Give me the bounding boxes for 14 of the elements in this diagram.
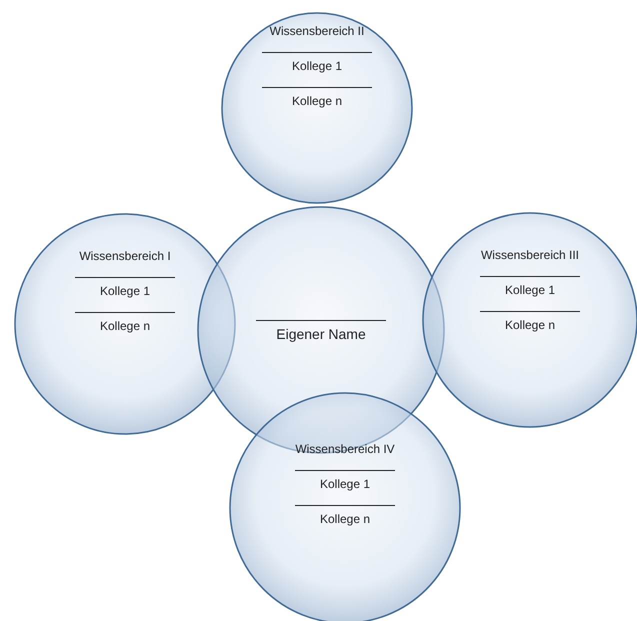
name-text: Kollege n (292, 94, 342, 108)
area-heading: Wissensbereich I (79, 249, 171, 263)
circle (221, 12, 413, 204)
area-heading: Wissensbereich IV (295, 442, 395, 456)
name-text: Kollege 1 (292, 59, 342, 73)
name-text: Eigener Name (276, 327, 366, 341)
name-text: Kollege 1 (504, 283, 556, 297)
name-text: Kollege n (100, 319, 150, 333)
name-text: Kollege 1 (100, 284, 150, 298)
name-text: Kollege n (504, 318, 556, 332)
area-heading: Wissensbereich III (480, 248, 580, 262)
name-text: Kollege 1 (320, 477, 370, 491)
name-text: Kollege n (320, 512, 370, 526)
area-heading: Wissensbereich II (270, 24, 364, 38)
